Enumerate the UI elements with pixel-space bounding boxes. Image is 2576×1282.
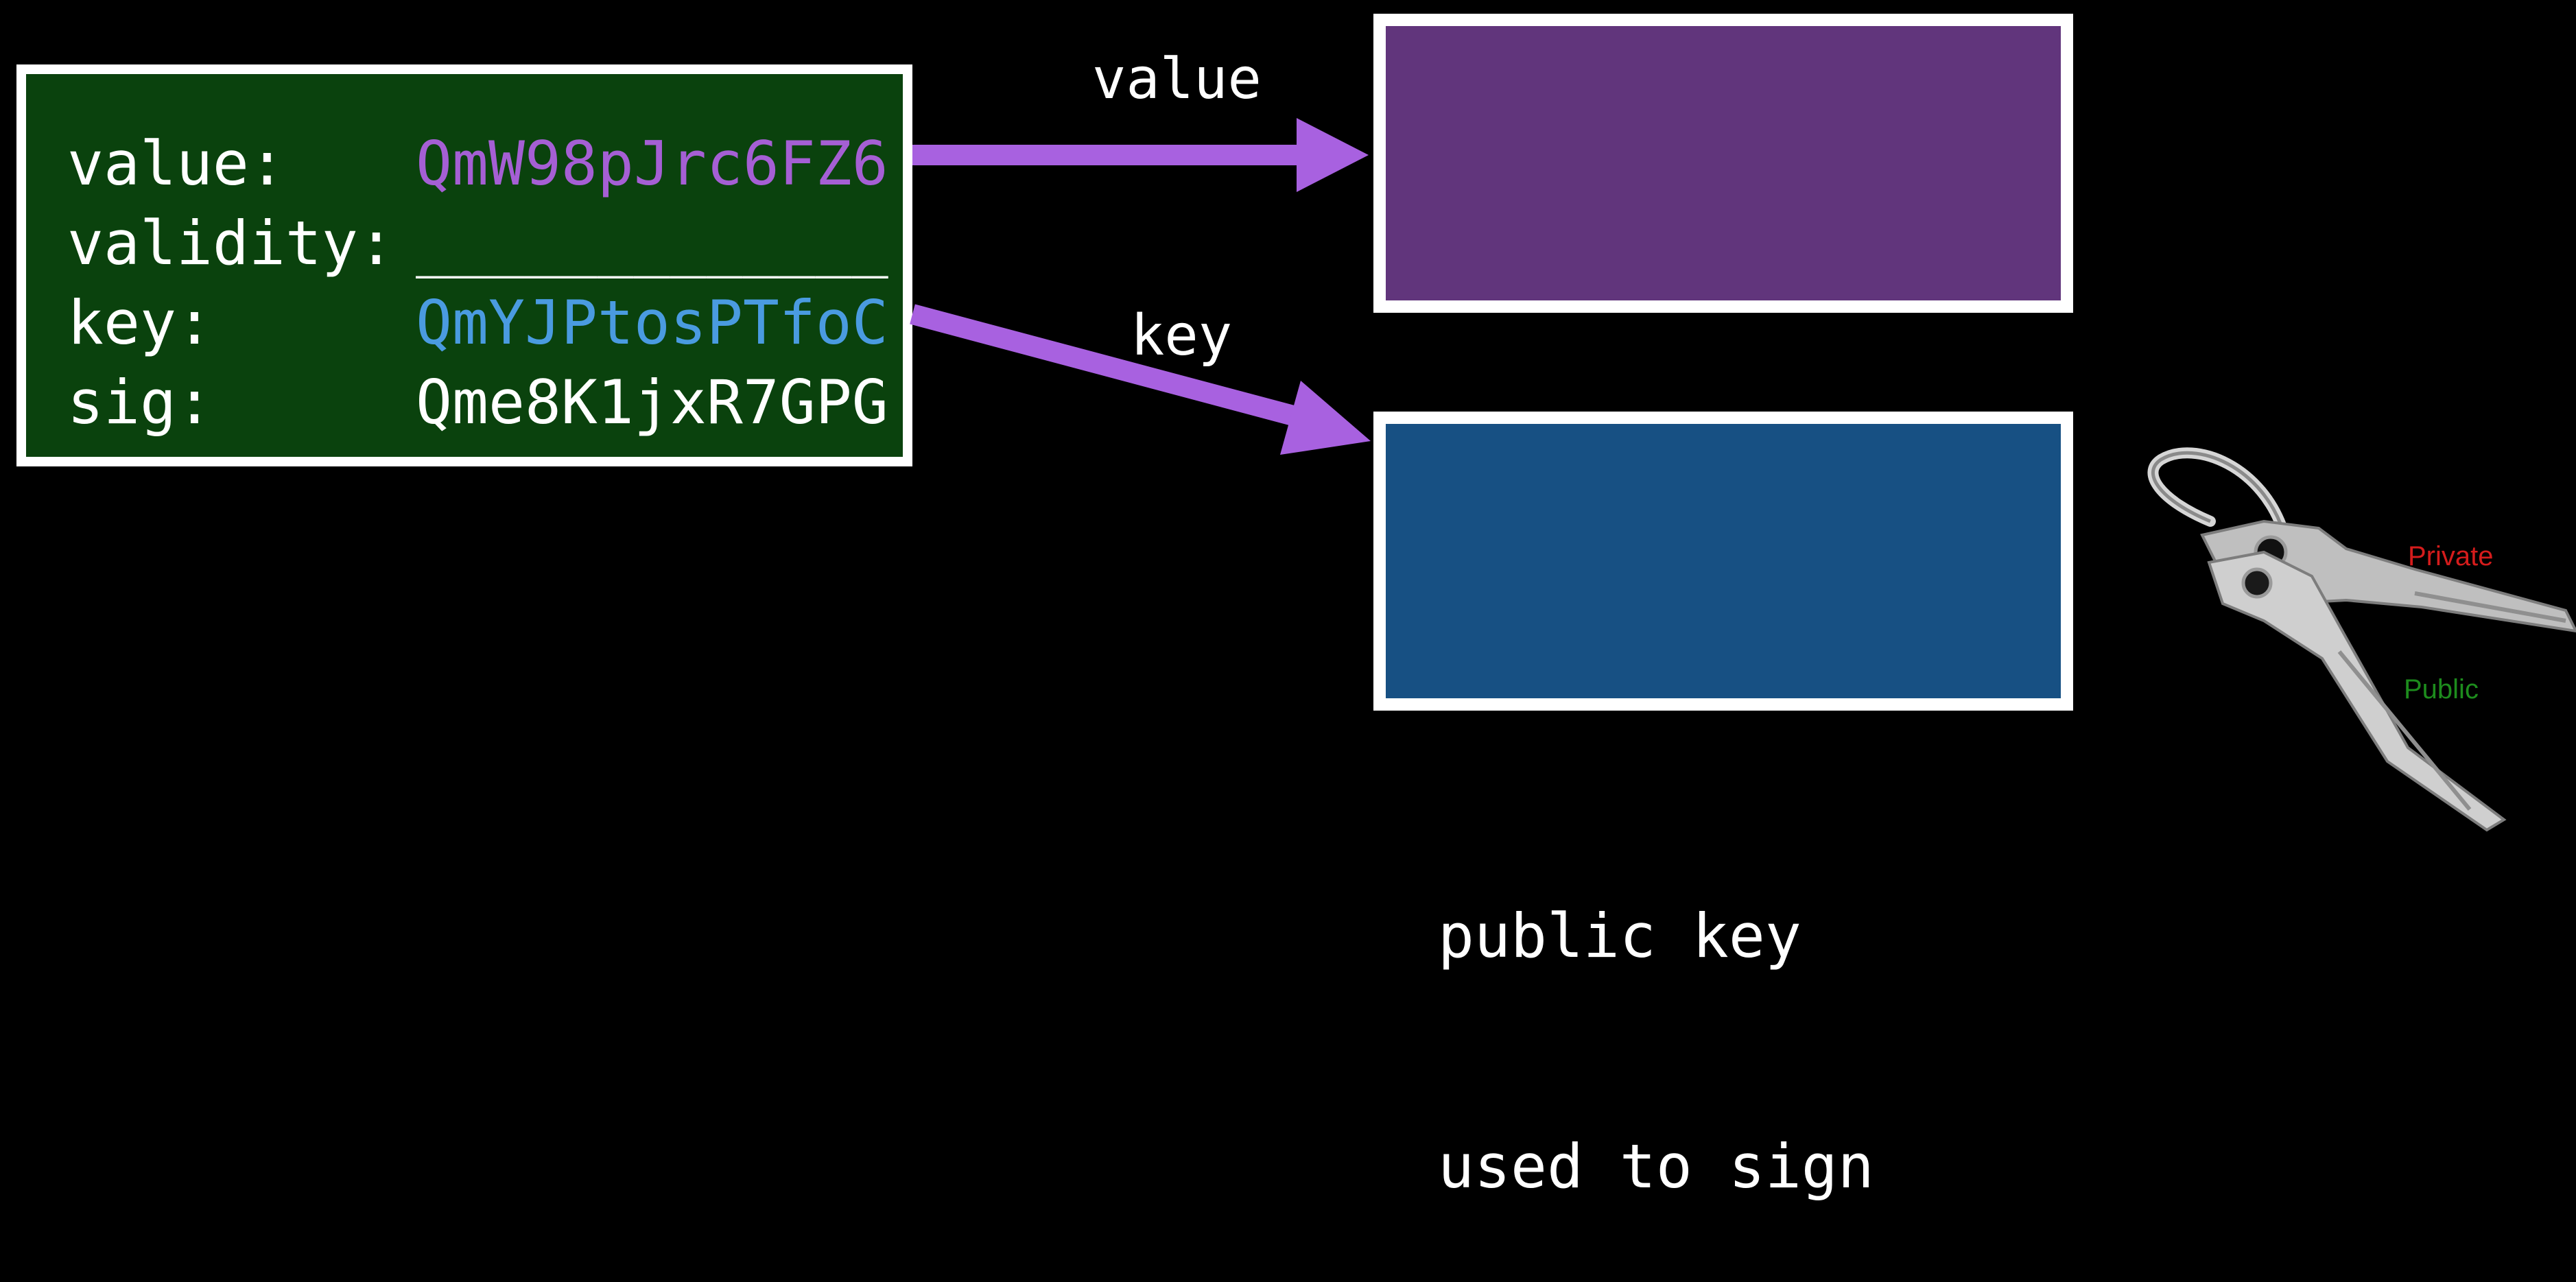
keys-icon: [2147, 447, 2576, 832]
record-value: _____________: [416, 208, 888, 278]
record-row-validity: validity: _____________: [67, 204, 888, 283]
edge-label-key: key: [1131, 303, 1233, 368]
value-box: [1373, 14, 2073, 313]
arrows-layer: [910, 118, 2576, 832]
key-caption: public key used to sign: [1438, 744, 1874, 1282]
caption-line: used to sign: [1438, 1131, 1874, 1202]
record-box: value: QmW98pJrc6FZ6 validity: _________…: [16, 64, 912, 466]
arrow-right-icon: [912, 118, 1369, 192]
record-value: QmW98pJrc6FZ6: [416, 128, 888, 199]
private-key-label: Private: [2408, 541, 2494, 571]
public-key-label: Public: [2404, 674, 2479, 704]
record-key: validity:: [67, 208, 394, 278]
record-key: sig:: [67, 367, 213, 438]
arrow-right-icon: [910, 304, 1371, 455]
caption-line: public key: [1438, 901, 1801, 971]
record-key: key:: [67, 287, 213, 358]
edge-label-value: value: [1092, 47, 1262, 112]
record-value: QmYJPtosPTfoC: [416, 287, 888, 358]
record-key: value:: [67, 128, 285, 199]
record-row-sig: sig: Qme8K1jxR7GPG: [67, 363, 888, 442]
key-box: [1373, 412, 2073, 711]
record-row-key: key: QmYJPtosPTfoC: [67, 283, 888, 363]
record-row-value: value: QmW98pJrc6FZ6: [67, 124, 888, 204]
record-value: Qme8K1jxR7GPG: [416, 367, 888, 438]
